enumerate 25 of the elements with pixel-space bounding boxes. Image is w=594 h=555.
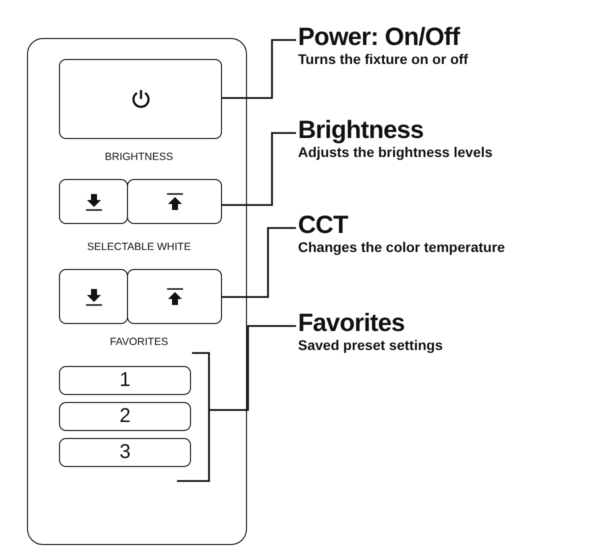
leader-line	[221, 227, 296, 298]
preset-button: 1	[59, 366, 191, 395]
leader-line	[209, 325, 296, 411]
callout-description: Turns the fixture on or off	[298, 51, 468, 68]
preset-button: 2	[59, 402, 191, 431]
section-label: BRIGHTNESS	[104, 151, 174, 163]
leader-line	[221, 132, 296, 206]
bracket	[177, 352, 210, 482]
increase-button	[127, 269, 222, 324]
callout-description: Adjusts the brightness levels	[298, 144, 492, 161]
callout-title: Brightness	[298, 117, 425, 144]
remote-control-body	[27, 38, 247, 545]
section-label: SELECTABLE WHITE	[87, 241, 191, 253]
callout-title: Power: On/Off	[298, 24, 462, 51]
decrease-button	[59, 179, 128, 224]
leader-line	[221, 39, 296, 99]
increase-button	[127, 179, 222, 224]
callout-title: CCT	[298, 212, 350, 239]
callout-title: Favorites	[298, 310, 406, 337]
power-button	[59, 59, 222, 139]
preset-button: 3	[59, 438, 191, 467]
callout-description: Saved preset settings	[298, 337, 443, 354]
callout-description: Changes the color temperature	[298, 239, 505, 256]
section-label: FAVORITES	[110, 336, 168, 348]
decrease-button	[59, 269, 128, 324]
